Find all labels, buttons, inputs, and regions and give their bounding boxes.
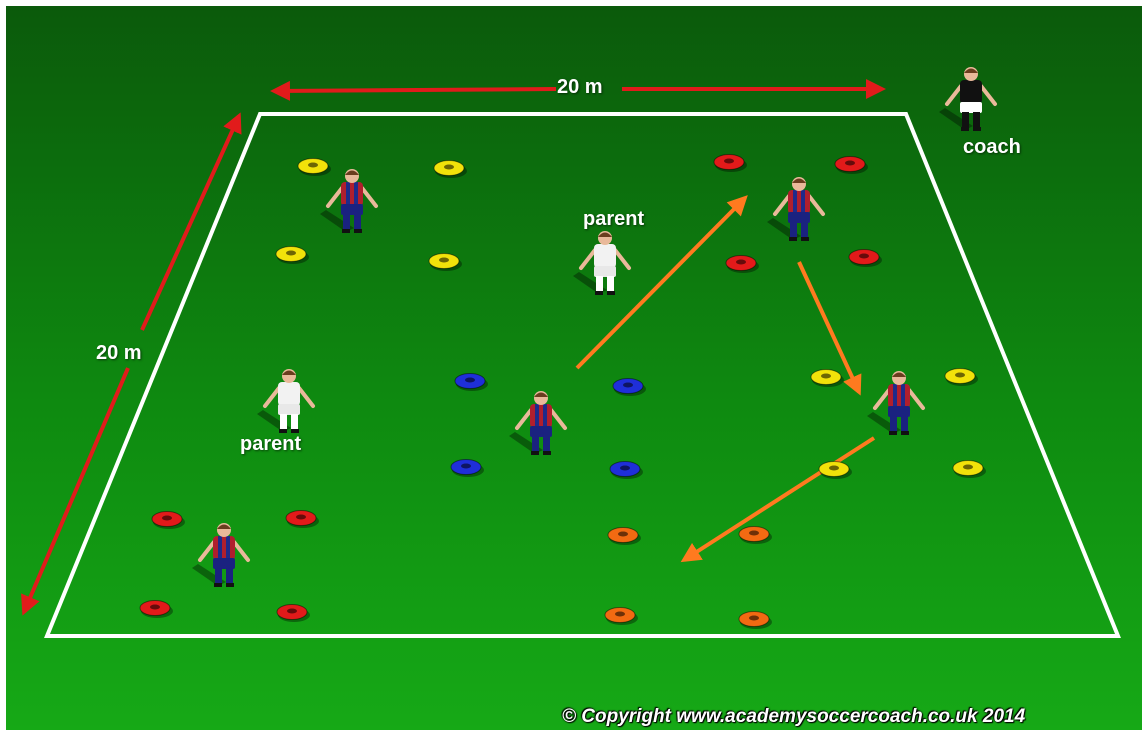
parent-label: parent [240,433,301,456]
top-dimension-label: 20 m [557,76,603,99]
copyright-notice: © Copyright www.academysoccercoach.co.uk… [562,706,1025,728]
left-dimension-label: 20 m [96,342,142,365]
parent-label: parent [583,208,644,231]
coach-label: coach [963,136,1021,159]
